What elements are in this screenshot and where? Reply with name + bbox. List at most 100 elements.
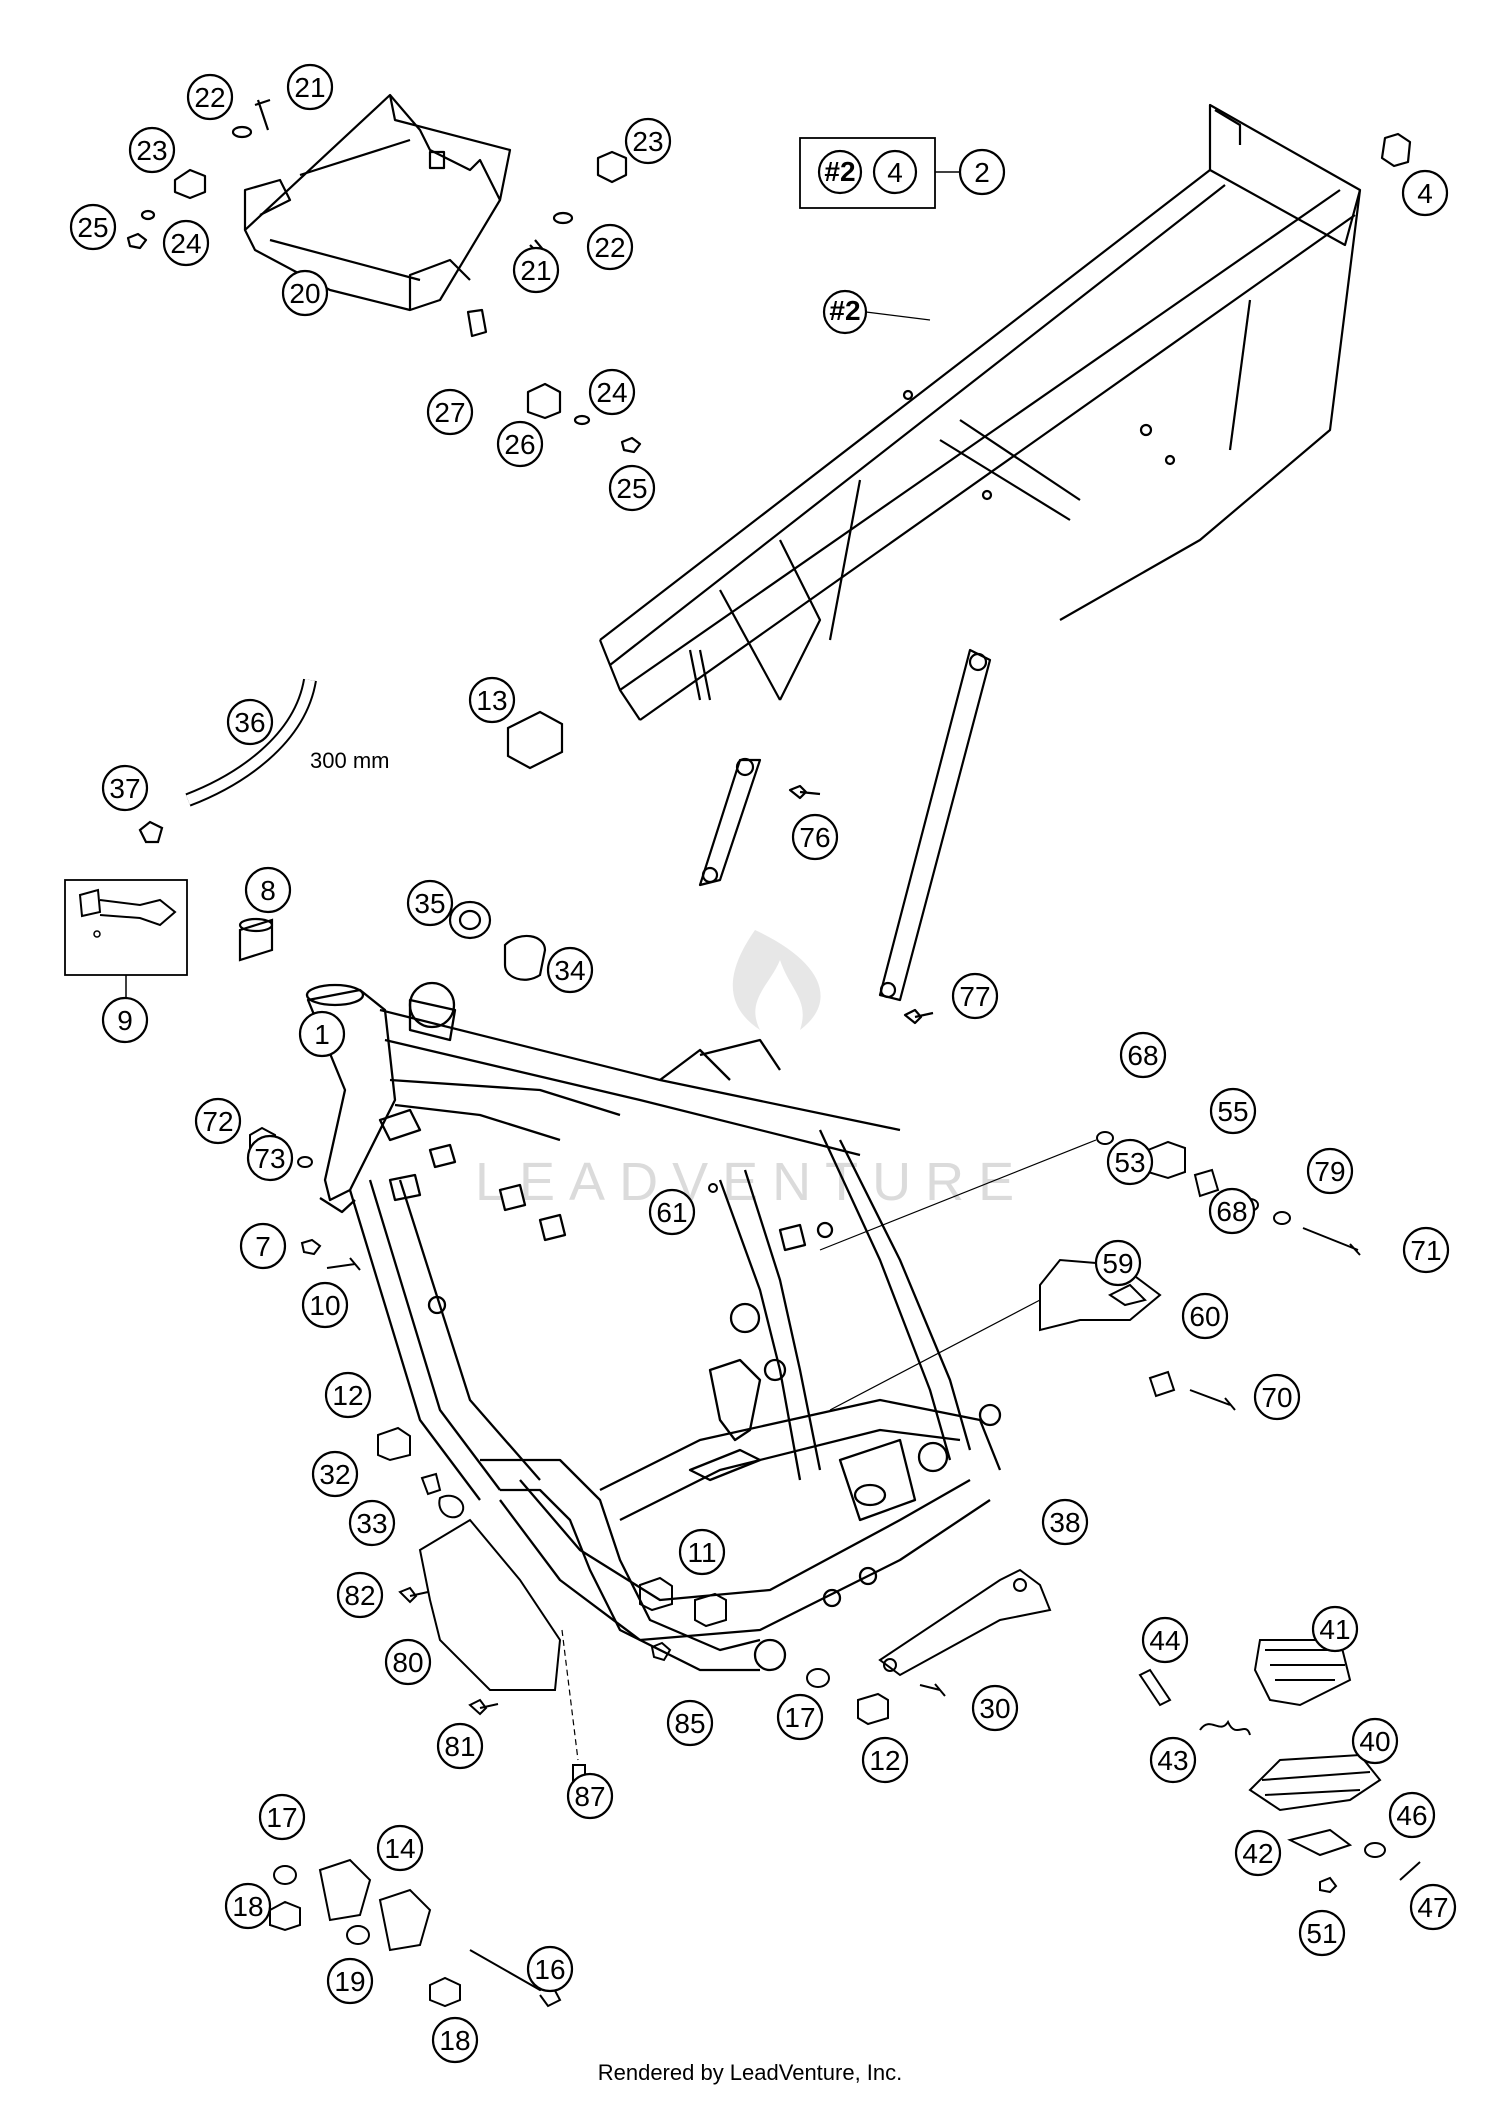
callout-circle [326,1957,374,2005]
nut-85 [650,1641,672,1662]
callout-number: 26 [504,429,535,460]
bushing-19 [346,1925,370,1945]
callout-circle [436,1722,484,1770]
washer-68a [1096,1131,1114,1145]
callout-number: 25 [616,473,647,504]
callout-18a: 18 [224,1882,272,1930]
callout-46: 46 [1388,1791,1436,1839]
callout-circle [1181,1292,1229,1340]
callout-47: 47 [1409,1883,1457,1931]
callout-68a: 68 [1119,1031,1167,1079]
callout-38: 38 [1041,1498,1089,1546]
callout-12b: 12 [861,1736,909,1784]
callout-number: 36 [234,707,265,738]
callout-circle [791,813,839,861]
watermark-text: LEADVENTURE [475,1152,1028,1212]
callout-55: 55 [1209,1087,1257,1135]
callout-circle [566,1772,614,1820]
callout-number: 14 [384,1833,415,1864]
callout-circle [224,1882,272,1930]
callout-30: 30 [971,1684,1019,1732]
callout-circle [244,866,292,914]
cotter-plate-42 [1287,1828,1353,1857]
callout-number: 34 [554,955,585,986]
callout-number: 55 [1217,1096,1248,1127]
callout-number: 44 [1149,1625,1180,1656]
callout-number: 21 [294,72,325,103]
callout-number: 68 [1127,1040,1158,1071]
battery-clip [466,308,488,338]
callout-number: 73 [254,1143,285,1174]
callout-circle [526,1945,574,1993]
callout-number: 77 [959,981,990,1012]
bushing-12b [857,1692,889,1726]
callout-number: 8 [260,875,276,906]
callout-number: 12 [869,1745,900,1776]
callout-number: 12 [332,1380,363,1411]
screw-76 [788,784,821,800]
callout-number: 38 [1049,1507,1080,1538]
guard-plate-80 [418,1518,562,1691]
callout-number: 60 [1189,1301,1220,1332]
callout-number: 46 [1396,1800,1427,1831]
callout-82: 82 [336,1571,384,1619]
callout-number: 87 [574,1781,605,1812]
callout-59: 59 [1094,1239,1142,1287]
spring-43 [1199,1719,1251,1736]
breather-hose-group [138,678,317,844]
bushing-11a [639,1576,673,1612]
callout-number: 53 [1114,1147,1145,1178]
plate-14a [318,1858,372,1922]
hose-length-label: 300 mm [310,748,389,773]
plate-14b [378,1888,432,1952]
callout-circle [431,2016,479,2064]
rubber-23a [173,168,207,200]
callout-number: 22 [194,82,225,113]
callout-circle [608,464,656,512]
callout-number: 27 [434,397,465,428]
callout-number: 80 [392,1647,423,1678]
washer-24b [573,414,591,426]
callout-circle [588,368,636,416]
footpeg-parts [1138,1639,1421,1894]
callout-number: 22 [594,232,625,263]
callout-circle [958,148,1006,196]
callout-circle [1141,1616,1189,1664]
callout-circle [776,1693,824,1741]
callout-68b: 68 [1208,1187,1256,1235]
callout-number: 19 [334,1966,365,1997]
bolt-71 [1302,1227,1361,1256]
subframe-strut-right [878,648,992,1002]
callout-26: 26 [496,420,544,468]
callout-79: 79 [1306,1147,1354,1195]
callout-number: 23 [632,126,663,157]
callout-number: 2 [974,157,990,188]
callout-53: 53 [1106,1138,1154,1186]
callout-number: 61 [656,1197,687,1228]
footer-credit: Rendered by LeadVenture, Inc. [597,2060,903,2085]
washer-46 [1364,1842,1386,1858]
callout-17a: 17 [776,1693,824,1741]
callout-23b: 23 [624,117,672,165]
screw-21a [254,98,271,131]
linkage-38 [878,1568,1052,1677]
callout-18b: 18 [431,2016,479,2064]
subframe-group [598,103,1412,1025]
callout-number: 40 [1359,1726,1390,1757]
callout-circle [666,1699,714,1747]
callout-circle [426,388,474,436]
grommet-17a [806,1668,830,1688]
callout-circle [376,1824,424,1872]
callout-number: 1 [314,1019,330,1050]
subframe-rail-top [1208,103,1362,247]
callout-24a: 24 [162,219,210,267]
callout-27: 27 [426,388,474,436]
callout-circle [1311,1605,1359,1653]
hose-clip-37 [138,820,164,844]
bolt-32 [420,1472,442,1496]
callout-number: 35 [414,888,445,919]
callout-73: 73 [246,1134,294,1182]
callout-number: 10 [309,1290,340,1321]
svg-text:#2: #2 [824,156,855,187]
bushing-8 [238,918,274,962]
